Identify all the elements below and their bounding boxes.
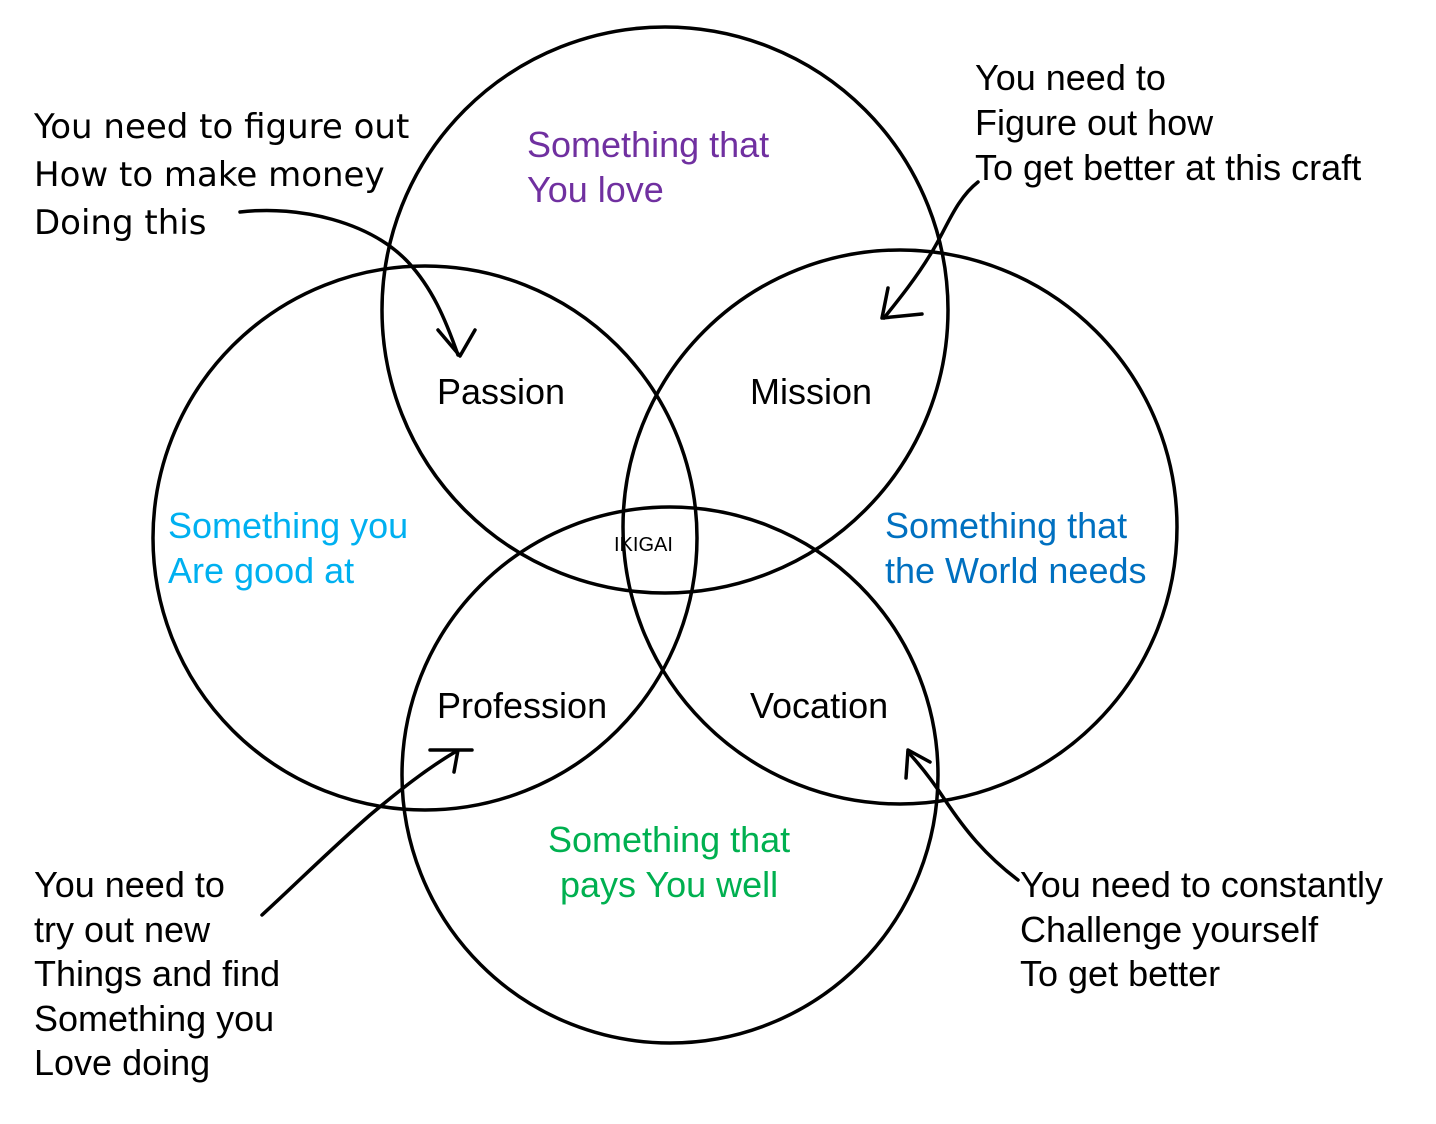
passion-note-line-3: Doing this: [34, 203, 206, 243]
circle-love-label-line-1: Something that: [527, 124, 769, 165]
vocation-note-line-1: You need to constantly: [1020, 864, 1383, 905]
circle-world-needs-label-line-2: the World needs: [885, 550, 1147, 591]
vocation-note-line-3: To get better: [1020, 953, 1220, 994]
circle-world-needs-label: Something that the World needs: [885, 505, 1147, 591]
circle-good-at-label: Something you Are good at: [168, 505, 418, 591]
profession-note-line-5: Love doing: [34, 1042, 210, 1083]
passion-note-line-2: How to make money: [34, 155, 385, 195]
vocation-arrow: [906, 750, 1020, 882]
profession-note: You need to try out new Things and find …: [34, 864, 290, 1083]
passion-note: You need to figure out How to make money…: [33, 107, 420, 243]
circle-love: [380, 25, 950, 595]
vocation-label: Vocation: [750, 685, 888, 726]
mission-note: You need to Figure out how To get better…: [975, 57, 1361, 188]
mission-note-line-1: You need to: [975, 57, 1166, 98]
profession-note-line-3: Things and find: [34, 953, 280, 994]
mission-arrow: [882, 180, 980, 320]
passion-note-line-1: You need to figure out: [33, 107, 409, 147]
vocation-arrow-head: [904, 748, 932, 780]
profession-arrow: [260, 750, 457, 917]
circle-paid-for-label: Something that pays You well: [548, 819, 800, 905]
vocation-note-line-2: Challenge yourself: [1020, 909, 1319, 950]
circle-love-label: Something that You love: [527, 124, 779, 210]
circle-paid-for-label-line-1: Something that: [548, 819, 790, 860]
circle-world-needs: [621, 248, 1179, 806]
mission-arrow-head: [880, 286, 924, 320]
circle-good-at-label-line-1: Something you: [168, 505, 408, 546]
passion-arrow-head: [436, 328, 477, 358]
vocation-note: You need to constantly Challenge yoursel…: [1020, 864, 1393, 994]
profession-note-line-1: You need to: [34, 864, 225, 905]
circle-good-at-label-line-2: Are good at: [168, 550, 354, 591]
mission-note-line-3: To get better at this craft: [975, 147, 1361, 188]
circle-love-label-line-2: You love: [527, 169, 664, 210]
circle-world-needs-label-line-1: Something that: [885, 505, 1127, 546]
ikigai-center-label: IKIGAI: [614, 534, 673, 556]
profession-note-line-2: try out new: [34, 909, 211, 950]
circle-paid-for: [400, 505, 940, 1045]
profession-note-line-4: Something you: [34, 998, 274, 1039]
mission-note-line-2: Figure out how: [975, 102, 1214, 143]
mission-label: Mission: [750, 371, 872, 412]
circle-good-at: [151, 264, 699, 812]
passion-arrow: [238, 208, 460, 357]
profession-arrow-head: [428, 748, 474, 774]
passion-label: Passion: [437, 371, 565, 412]
circle-paid-for-label-line-2: pays You well: [560, 864, 778, 905]
profession-label: Profession: [437, 685, 607, 726]
